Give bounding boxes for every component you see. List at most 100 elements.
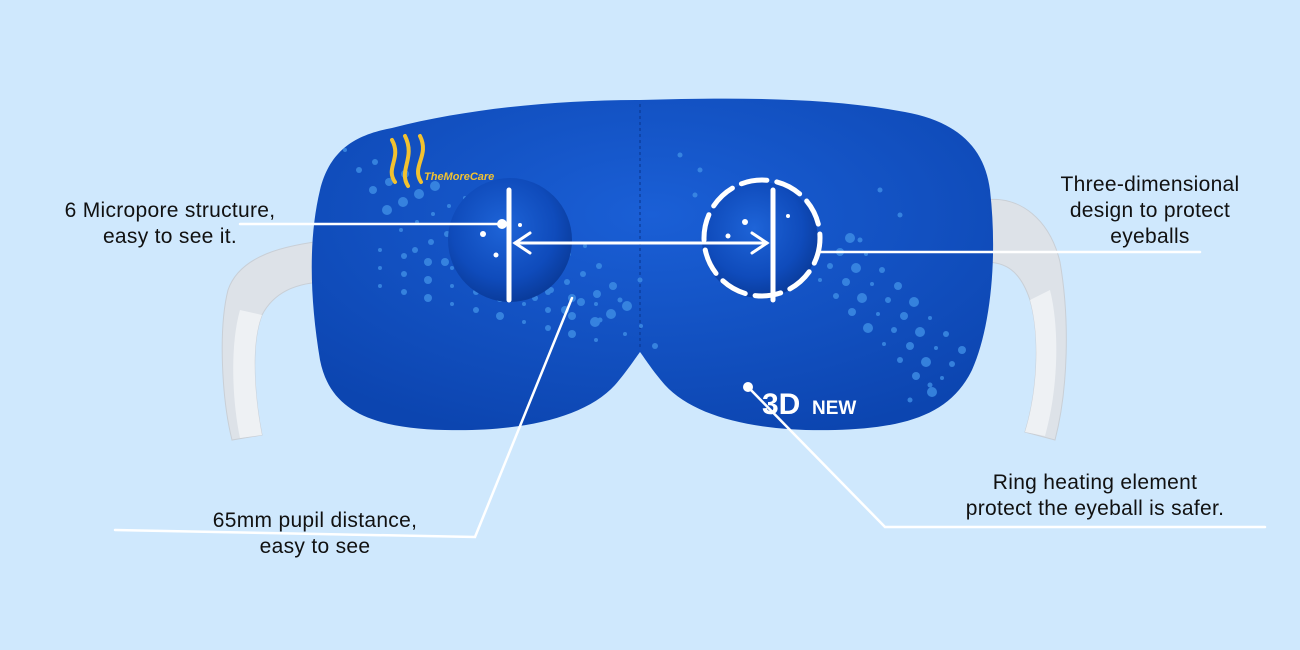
ring-heating-callout-line2: protect the eyeball is safer.: [965, 497, 1225, 520]
pattern-dot: [940, 376, 944, 380]
pupil-distance-callout: 65mm pupil distance, easy to see: [155, 508, 475, 560]
right-strap-inner: [1025, 290, 1057, 436]
pattern-dot: [428, 239, 434, 245]
pattern-dot: [833, 293, 839, 299]
annotation-lines: [113, 177, 1267, 539]
pattern-dot: [818, 278, 822, 282]
pattern-dot: [882, 342, 886, 346]
pattern-dot: [842, 278, 850, 286]
pattern-dot: [697, 167, 703, 173]
pattern-dot: [848, 308, 856, 316]
pattern-dot: [372, 159, 378, 165]
pattern-dot: [447, 204, 451, 208]
pattern-dot: [928, 316, 932, 320]
badge-new: NEW: [812, 398, 856, 419]
pattern-dot: [450, 284, 454, 288]
pattern-dot: [378, 248, 382, 252]
pattern-dot: [568, 330, 576, 338]
ring-heating-callout-line1: Ring heating element: [992, 471, 1198, 494]
heating-leader-line: [746, 385, 1267, 529]
pupil-leader-line: [113, 296, 574, 539]
pattern-dot: [652, 343, 658, 349]
pattern-dot: [596, 263, 602, 269]
pattern-dot: [639, 324, 643, 328]
micropore-leader-dot: [497, 219, 507, 229]
three-dimensional-callout-line1: Three-dimensional: [1060, 173, 1240, 196]
pattern-dot: [594, 338, 598, 342]
pupil-arrow-head-right: [750, 231, 770, 255]
pattern-dot: [401, 289, 407, 295]
brand-logo-text: TheMoreCare: [424, 171, 494, 183]
pattern-dot: [894, 282, 902, 290]
pattern-dot: [378, 284, 382, 288]
pattern-dot: [897, 357, 903, 363]
pattern-dot: [583, 244, 587, 248]
pattern-dot: [623, 332, 627, 336]
pattern-dot: [900, 312, 908, 320]
pattern-dot: [891, 327, 897, 333]
pattern-dot: [827, 263, 833, 269]
three-d-dashed-circle: [701, 177, 823, 299]
pattern-dot: [915, 327, 925, 337]
pattern-dot: [545, 325, 551, 331]
pattern-dot: [907, 397, 913, 403]
pattern-dot: [885, 297, 891, 303]
three-dimensional-callout-line2: design to protect: [1069, 199, 1231, 222]
pattern-dot: [921, 357, 931, 367]
pattern-dot: [564, 279, 570, 285]
pattern-dot: [378, 266, 382, 270]
pattern-dot: [594, 302, 598, 306]
pattern-dot: [343, 148, 347, 152]
badge-3d: 3D: [762, 388, 800, 421]
pattern-dot: [909, 297, 919, 307]
brand-flame-logo: [389, 134, 425, 188]
pattern-dot: [876, 312, 880, 316]
pattern-dot: [912, 372, 920, 380]
pattern-dot: [424, 294, 432, 302]
pattern-dot: [431, 212, 435, 216]
pattern-dot: [934, 346, 938, 350]
pattern-dot: [677, 152, 683, 158]
pattern-dot: [385, 178, 393, 186]
pattern-dot: [401, 253, 407, 259]
pattern-dot: [949, 361, 955, 367]
pattern-dot: [692, 192, 698, 198]
pattern-dot: [496, 312, 504, 320]
pattern-dot: [609, 282, 617, 290]
pupil-arrow-head-left: [512, 231, 532, 255]
pattern-dot: [399, 228, 403, 232]
pattern-dot: [424, 276, 432, 284]
pattern-dot: [593, 290, 601, 298]
pattern-dot: [382, 205, 392, 215]
pattern-dot: [857, 293, 867, 303]
pattern-dot: [412, 247, 418, 253]
pattern-dot: [870, 282, 874, 286]
three-dimensional-callout-line3: eyeballs: [1110, 225, 1190, 248]
three-dimensional-callout: Three-dimensional design to protect eyeb…: [1010, 172, 1290, 250]
pattern-dot: [441, 258, 449, 266]
pupil-distance-callout-line1: 65mm pupil distance,: [212, 509, 418, 532]
pattern-dot: [927, 382, 933, 388]
pattern-dot: [473, 307, 479, 313]
pattern-dot: [369, 186, 377, 194]
pattern-dot: [851, 263, 861, 273]
pattern-dot: [430, 181, 440, 191]
micropore-callout-line2: easy to see it.: [102, 225, 238, 248]
pattern-dot: [401, 271, 407, 277]
pattern-dot: [424, 258, 432, 266]
pattern-dot: [450, 266, 454, 270]
pattern-dot: [545, 307, 551, 313]
pattern-dot: [863, 323, 873, 333]
pattern-dot: [398, 197, 408, 207]
pattern-dot: [622, 301, 632, 311]
pattern-dot: [594, 320, 598, 324]
ring-heating-callout: Ring heating element protect the eyeball…: [920, 470, 1270, 522]
pattern-dot: [545, 289, 551, 295]
pattern-dot: [597, 317, 603, 323]
pattern-dot: [958, 346, 966, 354]
mask-body: [311, 98, 994, 431]
pattern-dot: [414, 189, 424, 199]
pattern-dot: [568, 312, 576, 320]
pattern-dot: [857, 237, 863, 243]
